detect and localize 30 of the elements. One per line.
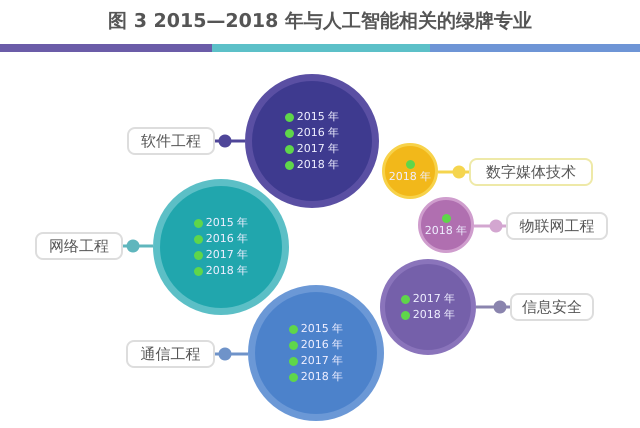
year-item: 2017 年 (400, 291, 456, 307)
year-item: 2017 年 (194, 247, 248, 263)
year-item: 2017 年 (288, 353, 344, 369)
connector-line (215, 134, 245, 148)
connector-line (438, 166, 469, 178)
connector-line (123, 240, 153, 252)
connector-line (476, 300, 510, 314)
year-item: 2018 年 (288, 369, 344, 385)
year-item: 2018 年 (424, 214, 468, 236)
major-label: 物联网工程 (506, 212, 608, 240)
year-item: 2018 年 (194, 263, 248, 279)
year-item: 2015 年 (194, 215, 248, 231)
year-item: 2018 年 (284, 157, 340, 173)
year-item: 2015 年 (284, 109, 340, 125)
year-item: 2018 年 (400, 307, 456, 323)
connector-line (215, 348, 248, 360)
major-label: 网络工程 (35, 232, 123, 260)
year-item: 2016 年 (288, 337, 344, 353)
year-item: 2018 年 (388, 160, 432, 182)
year-item: 2017 年 (284, 141, 340, 157)
major-label: 信息安全 (510, 293, 594, 321)
title: 图 3 2015—2018 年与人工智能相关的绿牌专业 (107, 9, 533, 34)
major-label: 数字媒体技术 (469, 158, 593, 186)
major-label: 软件工程 (127, 127, 215, 155)
year-item: 2015 年 (288, 321, 344, 337)
year-item: 2016 年 (284, 125, 340, 141)
year-item: 2016 年 (194, 231, 248, 247)
major-label: 通信工程 (126, 340, 215, 368)
year-circle (382, 143, 438, 199)
connector-line (474, 220, 506, 232)
